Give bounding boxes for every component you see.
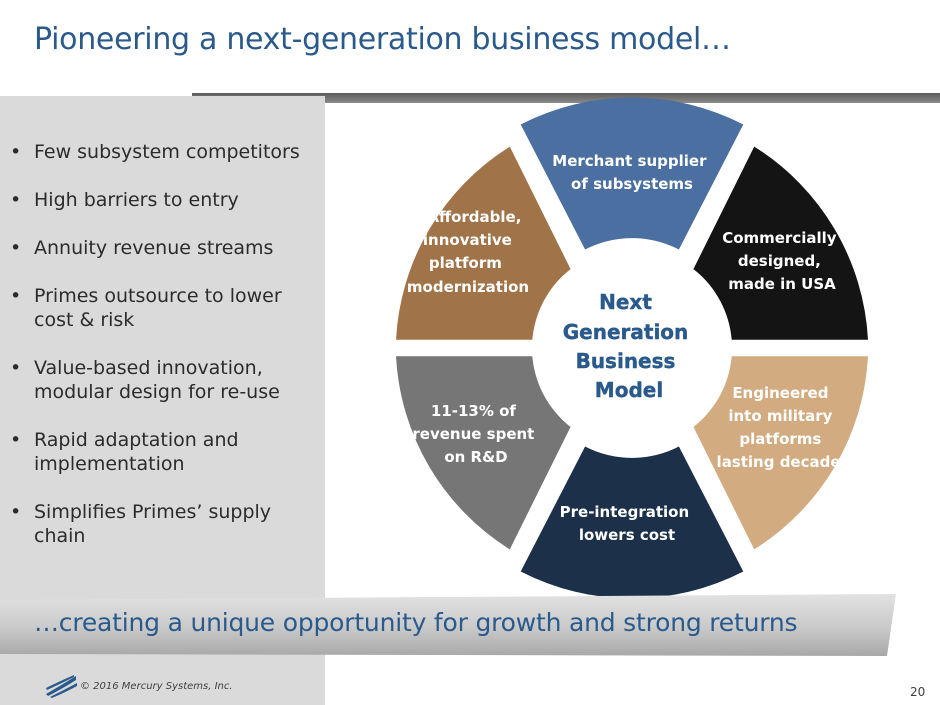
wheel-segment-engineered-military: Engineered into military platforms lasti… bbox=[692, 356, 868, 550]
segment-affordable-innovative-label: Affordable, innovative platform moderniz… bbox=[407, 208, 529, 296]
segment-merchant-supplier-shape bbox=[520, 97, 744, 250]
segment-commercially-designed-shape bbox=[692, 146, 868, 340]
tagline-banner bbox=[0, 594, 896, 656]
bullet-line: implementation bbox=[34, 453, 185, 475]
bullet-line: Value-based innovation, bbox=[34, 357, 263, 379]
banner-shape bbox=[0, 594, 896, 656]
segment-rd-spend-label: 11-13% of revenue spent on R&D bbox=[412, 402, 539, 466]
bullet-line: High barriers to entry bbox=[34, 189, 239, 211]
segment-affordable-innovative-shape bbox=[396, 146, 572, 340]
wheel-segment-affordable-innovative: Affordable, innovative platform moderniz… bbox=[396, 146, 572, 340]
bullet-item: Few subsystem competitors bbox=[10, 140, 322, 164]
wheel-segment-rd-spend: 11-13% of revenue spent on R&D bbox=[396, 356, 572, 550]
bullet-line: chain bbox=[34, 525, 86, 547]
bullet-line: Rapid adaptation and bbox=[34, 429, 239, 451]
wheel-segment-merchant-supplier: Merchant supplier of subsystems bbox=[520, 97, 744, 250]
wheel-segment-commercially-designed: Commercially designed, made in USA bbox=[692, 146, 868, 340]
bullet-line: Simplifies Primes’ supply bbox=[34, 501, 272, 523]
segment-rd-spend-shape bbox=[396, 356, 572, 550]
segment-engineered-military-label: Engineered into military platforms lasti… bbox=[717, 384, 850, 471]
wheel-center-circle bbox=[532, 248, 732, 448]
wheel-center: Next Generation Business Model bbox=[532, 248, 732, 448]
segment-pre-integration-shape bbox=[520, 446, 744, 599]
segment-commercially-designed-label: Commercially designed, made in USA bbox=[722, 229, 842, 293]
bullet-line: cost & risk bbox=[34, 309, 135, 331]
bullet-line: modular design for re-use bbox=[34, 381, 280, 403]
segment-merchant-supplier-label: Merchant supplier of subsystems bbox=[552, 152, 711, 193]
wheel-center-label: Next Generation Business Model bbox=[563, 290, 696, 402]
page-number: 20 bbox=[910, 685, 926, 699]
copyright-text: © 2016 Mercury Systems, Inc. bbox=[80, 681, 233, 692]
segment-pre-integration-label: Pre-integration lowers cost bbox=[560, 503, 695, 544]
wheel-segment-pre-integration: Pre-integration lowers cost bbox=[520, 446, 744, 599]
bullet-line: Primes outsource to lower bbox=[34, 285, 282, 307]
bullet-item: High barriers to entry bbox=[10, 188, 322, 212]
bullet-list: Few subsystem competitors High barriers … bbox=[10, 140, 322, 572]
slide-title: Pioneering a next-generation business mo… bbox=[34, 22, 731, 57]
title-underline-bar bbox=[192, 93, 940, 103]
bullet-line: Few subsystem competitors bbox=[34, 141, 300, 163]
bullet-item: Value-based innovation,modular design fo… bbox=[10, 356, 322, 404]
tagline: …creating a unique opportunity for growt… bbox=[34, 608, 798, 637]
mercury-logo-icon bbox=[46, 675, 77, 698]
bullet-line: Annuity revenue streams bbox=[34, 237, 274, 259]
segment-engineered-military-shape bbox=[692, 356, 868, 550]
bullet-item: Annuity revenue streams bbox=[10, 236, 322, 260]
